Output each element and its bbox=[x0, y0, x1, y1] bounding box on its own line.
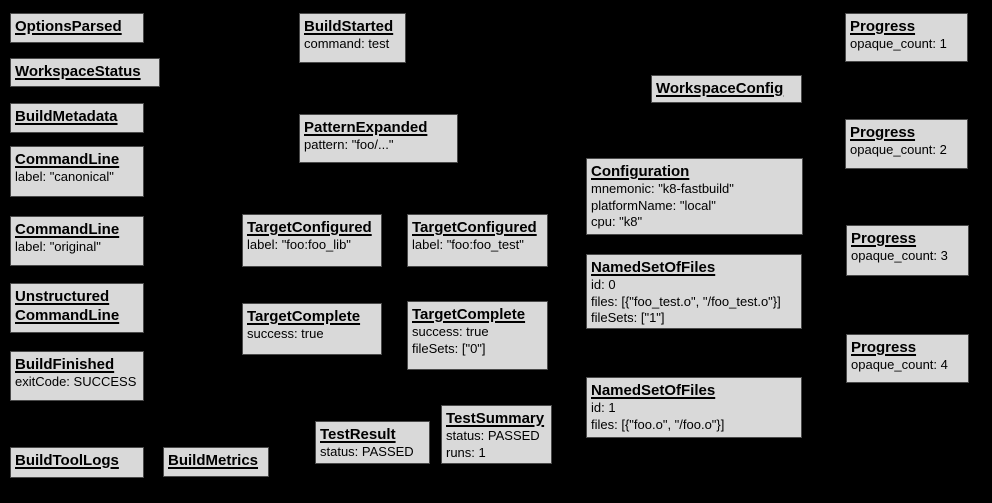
node-buildfinished: BuildFinished exitCode: SUCCESS bbox=[10, 351, 144, 401]
node-title: NamedSetOfFiles bbox=[591, 259, 716, 276]
node-unstructured-commandline: Unstructured CommandLine bbox=[10, 283, 144, 333]
node-title: BuildToolLogs bbox=[15, 452, 119, 469]
node-title: Configuration bbox=[591, 163, 690, 180]
node-title: CommandLine bbox=[15, 151, 120, 168]
node-buildstarted: BuildStarted command: test bbox=[299, 13, 406, 63]
node-body: opaque_count: 3 bbox=[851, 248, 948, 263]
node-testresult: TestResult status: PASSED bbox=[315, 421, 430, 464]
node-buildmetrics: BuildMetrics bbox=[163, 447, 269, 477]
node-title: WorkspaceStatus bbox=[15, 63, 141, 80]
node-body: id: 1 files: [{"foo.o", "/foo.o"}] bbox=[591, 400, 725, 432]
node-title: BuildMetrics bbox=[168, 452, 259, 469]
node-title: Progress bbox=[850, 18, 916, 35]
node-title: BuildFinished bbox=[15, 356, 115, 373]
node-progress: Progress opaque_count: 1 bbox=[845, 13, 968, 62]
node-body: label: "foo:foo_lib" bbox=[247, 237, 351, 252]
node-targetcomplete: TargetComplete success: true fileSets: [… bbox=[407, 301, 548, 370]
node-configuration: Configuration mnemonic: "k8-fastbuild" p… bbox=[586, 158, 803, 235]
node-progress: Progress opaque_count: 2 bbox=[845, 119, 968, 169]
node-body: pattern: "foo/..." bbox=[304, 137, 394, 152]
node-body: mnemonic: "k8-fastbuild" platformName: "… bbox=[591, 181, 734, 229]
node-workspacestatus: WorkspaceStatus bbox=[10, 58, 160, 87]
node-title: WorkspaceConfig bbox=[656, 80, 784, 97]
node-progress: Progress opaque_count: 4 bbox=[846, 334, 969, 383]
node-body: opaque_count: 2 bbox=[850, 142, 947, 157]
node-commandline: CommandLine label: "canonical" bbox=[10, 146, 144, 197]
node-title: NamedSetOfFiles bbox=[591, 382, 716, 399]
node-title: Progress bbox=[850, 124, 916, 141]
node-targetconfigured: TargetConfigured label: "foo:foo_lib" bbox=[242, 214, 382, 267]
node-title: TargetConfigured bbox=[247, 219, 372, 236]
node-body: id: 0 files: [{"foo_test.o", "/foo_test.… bbox=[591, 277, 781, 325]
node-body: label: "original" bbox=[15, 239, 101, 254]
node-title: Progress bbox=[851, 339, 917, 356]
node-workspaceconfig: WorkspaceConfig bbox=[651, 75, 802, 103]
node-optionsparsed: OptionsParsed bbox=[10, 13, 144, 43]
node-body: status: PASSED runs: 1 bbox=[446, 428, 540, 460]
node-body: label: "foo:foo_test" bbox=[412, 237, 524, 252]
node-title: TestSummary bbox=[446, 410, 545, 427]
node-body: status: PASSED bbox=[320, 444, 414, 459]
node-progress: Progress opaque_count: 3 bbox=[846, 225, 969, 276]
node-title: BuildStarted bbox=[304, 18, 394, 35]
node-namedsetoffiles: NamedSetOfFiles id: 1 files: [{"foo.o", … bbox=[586, 377, 802, 438]
node-title: TargetComplete bbox=[412, 306, 526, 323]
node-buildtoollogs: BuildToolLogs bbox=[10, 447, 144, 478]
node-title: OptionsParsed bbox=[15, 18, 122, 35]
node-body: opaque_count: 4 bbox=[851, 357, 948, 372]
node-body: opaque_count: 1 bbox=[850, 36, 947, 51]
node-title: TargetConfigured bbox=[412, 219, 537, 236]
node-title: Unstructured CommandLine bbox=[15, 288, 120, 324]
node-title: CommandLine bbox=[15, 221, 120, 238]
node-title: Progress bbox=[851, 230, 917, 247]
node-body: command: test bbox=[304, 36, 390, 51]
node-title: BuildMetadata bbox=[15, 108, 118, 125]
node-title: TargetComplete bbox=[247, 308, 361, 325]
node-title: PatternExpanded bbox=[304, 119, 428, 136]
node-buildmetadata: BuildMetadata bbox=[10, 103, 144, 133]
node-body: success: true fileSets: ["0"] bbox=[412, 324, 489, 356]
node-body: exitCode: SUCCESS bbox=[15, 374, 137, 389]
node-targetcomplete: TargetComplete success: true bbox=[242, 303, 382, 355]
node-patternexpanded: PatternExpanded pattern: "foo/..." bbox=[299, 114, 458, 163]
node-body: label: "canonical" bbox=[15, 169, 114, 184]
node-body: success: true bbox=[247, 326, 324, 341]
node-targetconfigured: TargetConfigured label: "foo:foo_test" bbox=[407, 214, 548, 267]
node-namedsetoffiles: NamedSetOfFiles id: 0 files: [{"foo_test… bbox=[586, 254, 802, 329]
node-testsummary: TestSummary status: PASSED runs: 1 bbox=[441, 405, 552, 464]
node-title: TestResult bbox=[320, 426, 396, 443]
node-commandline: CommandLine label: "original" bbox=[10, 216, 144, 266]
